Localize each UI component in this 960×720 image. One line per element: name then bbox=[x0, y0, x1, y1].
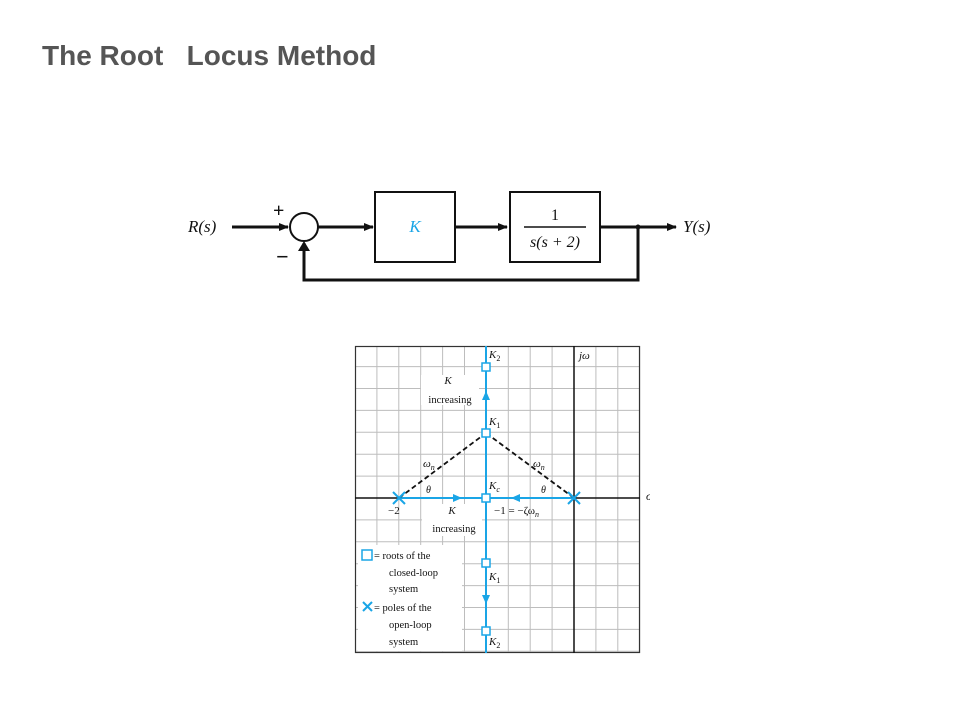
root-locus-plot: jω σ K2 K1 Kc K1 K2 K increasing K incre… bbox=[354, 345, 650, 654]
legend-poles-line2: open-loop bbox=[389, 620, 432, 631]
root-marker-k1-lower bbox=[481, 558, 491, 568]
imag-axis-label: jω bbox=[577, 350, 590, 362]
theta-right-label: θ bbox=[541, 485, 546, 496]
legend-pole-x-icon bbox=[362, 601, 373, 612]
minus-sign: − bbox=[276, 244, 289, 269]
plot-frame bbox=[354, 345, 641, 654]
gain-label: K bbox=[408, 217, 422, 236]
k2-bottom-label: K2 bbox=[488, 636, 500, 650]
k1-upper-label: K1 bbox=[488, 416, 500, 430]
page-title: The Root Locus Method bbox=[42, 40, 377, 71]
plant-denominator: s(s + 2) bbox=[530, 234, 580, 251]
input-label: R(s) bbox=[187, 217, 217, 236]
root-marker-k2-top bbox=[481, 362, 491, 372]
legend-root-square-icon bbox=[361, 549, 373, 561]
root-marker-k1-upper bbox=[481, 428, 491, 438]
summing-junction bbox=[289, 212, 319, 242]
legend-roots-line2: closed-loop bbox=[389, 568, 438, 579]
legend-poles-line1: = poles of the bbox=[374, 603, 432, 614]
kc-label: Kc bbox=[488, 480, 500, 494]
legend-roots-line3: system bbox=[389, 584, 418, 595]
k1-lower-label: K1 bbox=[488, 571, 500, 585]
zeta-omega-n-label: −1 = −ζωn bbox=[494, 505, 539, 519]
omega-n-right-label: ωn bbox=[533, 458, 545, 472]
open-loop-pole-right bbox=[567, 491, 581, 505]
open-loop-pole-left bbox=[392, 491, 406, 505]
legend-roots-line1: = roots of the bbox=[374, 551, 431, 562]
feedback-path bbox=[302, 227, 640, 282]
root-marker-kc bbox=[481, 493, 491, 503]
k-increasing-vertical-text: increasing bbox=[428, 395, 472, 406]
legend-poles-line3: system bbox=[389, 637, 418, 648]
omega-n-left-label: ωn bbox=[423, 458, 435, 472]
feedback-arrowhead bbox=[298, 241, 310, 251]
k2-top-label: K2 bbox=[488, 349, 500, 363]
omega-n-dashed-right bbox=[485, 432, 575, 499]
root-marker-k2-bottom bbox=[481, 626, 491, 636]
plus-sign: + bbox=[273, 200, 284, 222]
theta-left-label: θ bbox=[426, 485, 431, 496]
omega-n-dashed-left bbox=[398, 432, 487, 499]
k-increasing-vertical-k: K bbox=[443, 375, 452, 387]
k-increasing-horizontal-text: increasing bbox=[432, 524, 476, 535]
output-label: Y(s) bbox=[683, 217, 711, 236]
tick-minus-2-label: −2 bbox=[388, 505, 400, 517]
k-increasing-horizontal-k: K bbox=[447, 505, 456, 517]
real-axis-label: σ bbox=[646, 489, 650, 503]
plant-numerator: 1 bbox=[551, 207, 559, 224]
feedback-block-diagram: R(s) + − K 1 s(s + 2) Y(s) bbox=[187, 191, 711, 282]
